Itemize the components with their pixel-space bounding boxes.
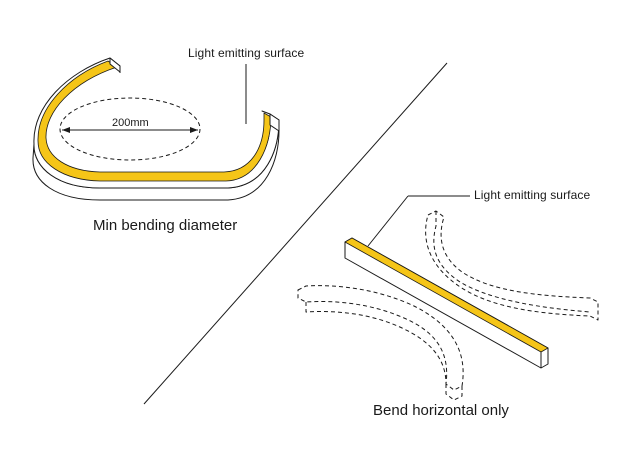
callout-label-right: Light emitting surface: [474, 188, 591, 202]
u-bend-strip: [32, 57, 280, 201]
dimension-label: 200mm: [110, 117, 151, 129]
light-emitting-surface-straight: [344, 237, 549, 353]
straight-strip-group: [297, 210, 599, 401]
divider-line: [143, 62, 448, 405]
dimension-arrow: [62, 127, 198, 133]
strip-end-right: [261, 110, 280, 132]
light-emitting-surface-curved: [37, 60, 272, 182]
caption-left: Min bending diameter: [93, 217, 238, 234]
callout-label-left: Light emitting surface: [188, 46, 305, 60]
bending-diameter-ellipse: [59, 97, 201, 161]
ghost-bend-upper: [425, 210, 599, 321]
caption-right: Bend horizontal only: [373, 402, 509, 419]
strip-end-left: [109, 57, 121, 73]
ghost-bend-lower: [297, 285, 464, 391]
callout-line-right: [367, 195, 470, 247]
